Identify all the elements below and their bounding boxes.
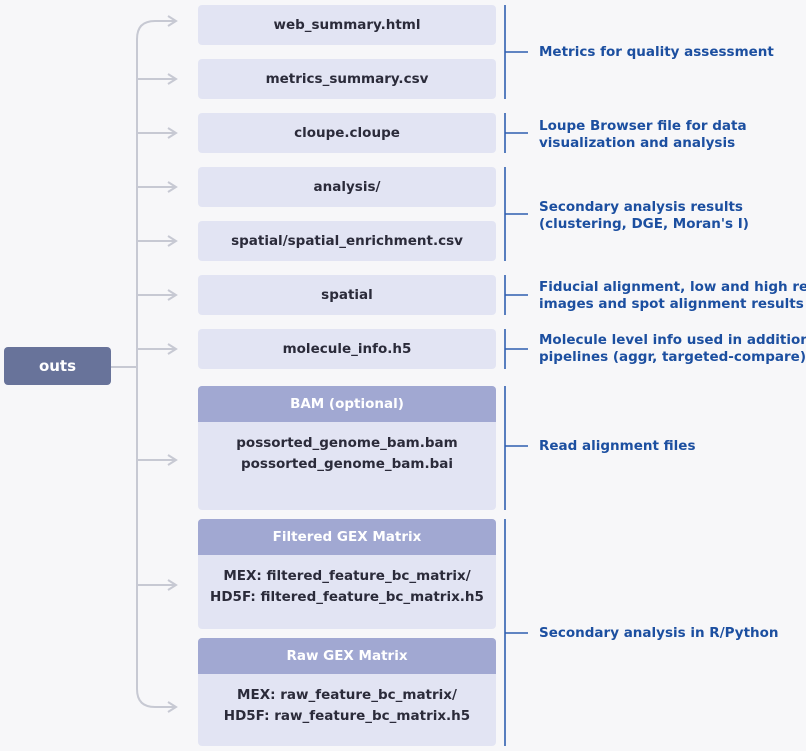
group-lines: MEX: raw_feature_bc_matrix/ HD5F: raw_fe… — [198, 674, 496, 727]
group-header: Filtered GEX Matrix — [198, 519, 496, 555]
group-lines: MEX: filtered_feature_bc_matrix/ HD5F: f… — [198, 555, 496, 608]
group-filtered-gex: Filtered GEX Matrix MEX: filtered_featur… — [198, 519, 496, 629]
description-line: visualization and analysis — [539, 135, 736, 151]
description-line: (clustering, DGE, Moran's I) — [539, 216, 749, 232]
description-secondary-r-python: Secondary analysis in R/Python — [539, 625, 779, 642]
arrow-head-icon — [167, 15, 178, 27]
file-cloupe: cloupe.cloupe — [198, 113, 496, 153]
outs-label: outs — [38, 357, 77, 375]
file-line: MEX: raw_feature_bc_matrix/ — [237, 687, 457, 703]
description-metrics: Metrics for quality assessment — [539, 44, 774, 61]
description-line: pipelines (aggr, targeted-compare) — [539, 349, 806, 365]
description-line: Loupe Browser file for data — [539, 118, 747, 134]
file-label: molecule_info.h5 — [282, 341, 412, 357]
file-label: cloupe.cloupe — [294, 125, 400, 141]
group-header: BAM (optional) — [198, 386, 496, 422]
description-fiducial: Fiducial alignment, low and high res ima… — [539, 279, 806, 313]
file-line: HD5F: filtered_feature_bc_matrix.h5 — [210, 589, 484, 605]
file-line: possorted_genome_bam.bam — [236, 435, 458, 451]
outs-root-node: outs — [4, 347, 111, 385]
group-raw-gex: Raw GEX Matrix MEX: raw_feature_bc_matri… — [198, 638, 496, 746]
file-label: analysis/ — [313, 179, 381, 195]
file-analysis: analysis/ — [198, 167, 496, 207]
group-header: Raw GEX Matrix — [198, 638, 496, 674]
description-line: Fiducial alignment, low and high res — [539, 279, 806, 295]
file-metrics-summary: metrics_summary.csv — [198, 59, 496, 99]
description-line: Metrics for quality assessment — [539, 44, 774, 60]
file-web-summary: web_summary.html — [198, 5, 496, 45]
arrow-head-icon — [167, 579, 178, 591]
description-line: Secondary analysis results — [539, 199, 743, 215]
file-molecule-info: molecule_info.h5 — [198, 329, 496, 369]
arrow-head-icon — [167, 701, 178, 713]
description-line: Molecule level info used in additional — [539, 332, 806, 348]
arrow-head-icon — [167, 127, 178, 139]
file-line: HD5F: raw_feature_bc_matrix.h5 — [223, 708, 471, 724]
connector-trunk — [136, 20, 156, 708]
file-label: spatial/spatial_enrichment.csv — [231, 233, 463, 249]
arrow-head-icon — [167, 289, 178, 301]
arrow-head-icon — [167, 454, 178, 466]
arrow-head-icon — [167, 343, 178, 355]
description-molecule: Molecule level info used in additional p… — [539, 332, 806, 366]
file-label: web_summary.html — [273, 17, 421, 33]
file-line: MEX: filtered_feature_bc_matrix/ — [223, 568, 471, 584]
description-loupe: Loupe Browser file for data visualizatio… — [539, 118, 747, 152]
file-line: possorted_genome_bam.bai — [240, 456, 453, 472]
arrow-head-icon — [167, 181, 178, 193]
file-label: spatial — [321, 287, 373, 303]
description-line: Read alignment files — [539, 438, 696, 454]
description-read-alignment: Read alignment files — [539, 438, 695, 455]
arrow-head-icon — [167, 73, 178, 85]
description-secondary-results: Secondary analysis results (clustering, … — [539, 199, 749, 233]
group-bam: BAM (optional) possorted_genome_bam.bam … — [198, 386, 496, 510]
file-spatial-enrichment: spatial/spatial_enrichment.csv — [198, 221, 496, 261]
description-line: images and spot alignment results — [539, 296, 804, 312]
description-line: Secondary analysis in R/Python — [539, 625, 779, 641]
arrow-head-icon — [167, 235, 178, 247]
file-spatial: spatial — [198, 275, 496, 315]
group-lines: possorted_genome_bam.bam possorted_genom… — [198, 422, 496, 475]
file-label: metrics_summary.csv — [265, 71, 429, 87]
